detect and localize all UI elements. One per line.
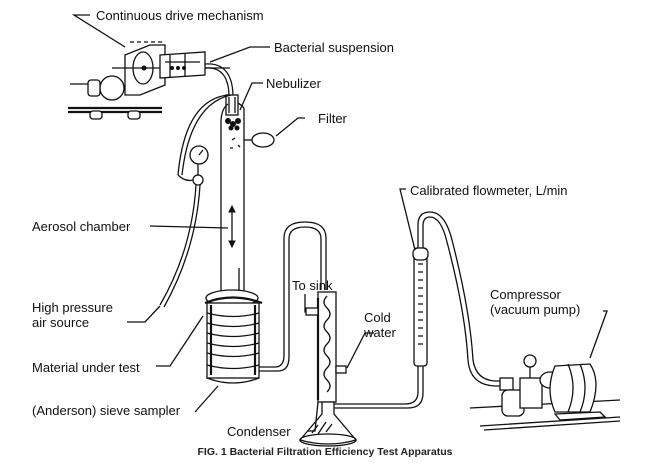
label-drive-mechanism: Continuous drive mechanism: [96, 8, 264, 23]
label-aerosol-chamber: Aerosol chamber: [32, 219, 131, 234]
label-condenser: Condenser: [227, 424, 291, 439]
label-compressor-line1: Compressor: [490, 287, 561, 302]
high-pressure-air-hose: [159, 94, 232, 308]
label-material-under-test: Material under test: [32, 360, 140, 375]
vacuum-pump: [469, 354, 621, 431]
nebulizer: [225, 94, 241, 149]
leader-lines: [71, 14, 608, 432]
aerosol-chamber: [220, 102, 245, 292]
label-flowmeter: Calibrated flowmeter, L/min: [410, 183, 568, 198]
figure-caption: FIG. 1 Bacterial Filtration Efficiency T…: [197, 446, 453, 458]
label-air-source-line2: air source: [32, 315, 90, 330]
label-filter: Filter: [318, 111, 347, 126]
continuous-drive-mechanism: [68, 41, 230, 120]
condenser: [305, 291, 347, 403]
label-sieve-sampler: (Anderson) sieve sampler: [32, 403, 181, 418]
label-to-sink: To sink: [292, 278, 333, 293]
label-nebulizer: Nebulizer: [266, 76, 321, 91]
label-air-source-line1: High pressure: [32, 300, 113, 315]
label-cold-water-line2: water: [364, 325, 396, 340]
anderson-sieve-sampler: [204, 221, 327, 384]
label-compressor-line2: (vacuum pump): [490, 302, 581, 317]
filter-bulb: [244, 132, 275, 148]
bacterial-suspension-syringe: [204, 63, 234, 96]
calibrated-flowmeter: [412, 211, 502, 387]
label-cold-water-line1: Cold: [364, 310, 391, 325]
label-bacterial-suspension: Bacterial suspension: [274, 40, 394, 55]
pressure-gauge: [189, 145, 209, 186]
